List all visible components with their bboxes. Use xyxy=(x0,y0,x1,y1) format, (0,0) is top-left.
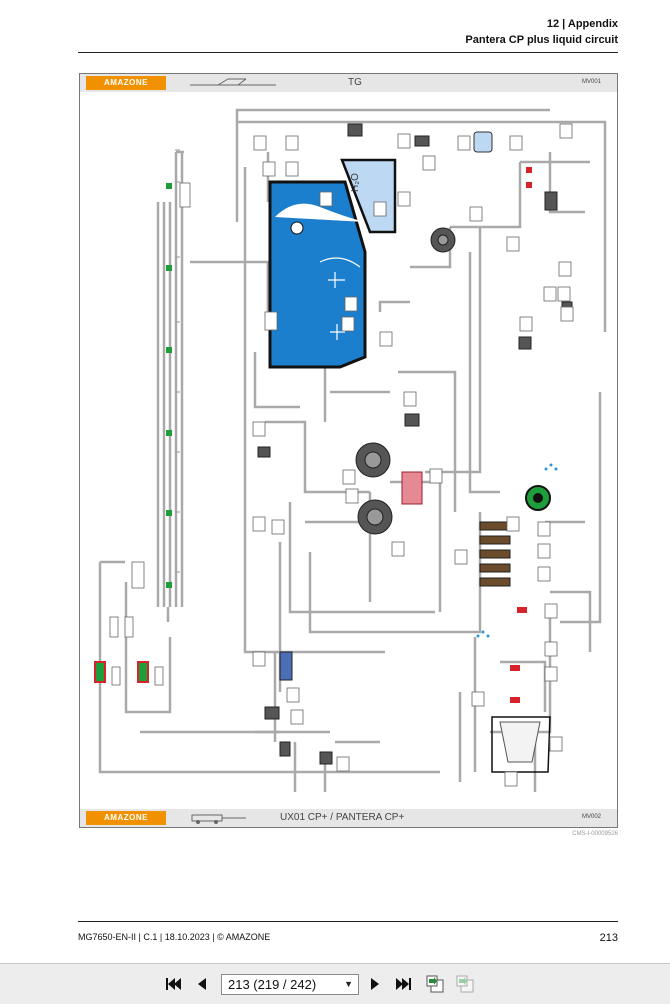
amazone-logo-bottom: AMAZONE xyxy=(86,811,166,825)
previous-page-icon xyxy=(198,978,206,990)
diagram-top-bar: AMAZONE TG MV001 xyxy=(80,74,617,92)
header-section: 12 | Appendix xyxy=(546,18,618,30)
next-page-icon xyxy=(371,978,379,990)
previous-page-button[interactable] xyxy=(192,974,212,994)
diagram-top-label: TG xyxy=(348,77,362,88)
diagram-bottom-bar: AMAZONE UX01 CP+ / PANTERA CP+ MV002 xyxy=(80,809,617,827)
header-rule xyxy=(78,52,618,53)
circuit-diagram: AMAZONE TG MV001 xyxy=(79,73,618,828)
viewer-toolbar: 213 (219 / 242) ▼ xyxy=(0,963,670,1004)
self-propelled-sprayer-icon xyxy=(191,814,246,824)
diagram-bottom-code: MV002 xyxy=(581,814,601,820)
footer-page-number: 213 xyxy=(599,932,618,944)
h2o-label: H₂O xyxy=(350,173,361,192)
last-page-button[interactable] xyxy=(394,974,414,994)
header-title: Pantera CP plus liquid circuit xyxy=(465,34,618,46)
diagram-bottom-label: UX01 CP+ / PANTERA CP+ xyxy=(280,812,405,823)
fit-page-icon xyxy=(426,975,444,993)
two-page-button[interactable] xyxy=(455,974,475,994)
first-page-icon xyxy=(166,978,181,990)
amazone-logo: AMAZONE xyxy=(86,76,166,90)
page-selector[interactable]: 213 (219 / 242) ▼ xyxy=(221,974,359,995)
first-page-button[interactable] xyxy=(163,974,183,994)
dropdown-caret-icon: ▼ xyxy=(344,979,353,989)
fit-page-button[interactable] xyxy=(425,974,445,994)
footer-rule xyxy=(78,921,618,922)
liquid-circuit-schematic: H₂O xyxy=(94,108,607,792)
footer-doc-info: MG7650-EN-II | C.1 | 18.10.2023 | © AMAZ… xyxy=(78,932,271,942)
last-page-icon xyxy=(396,978,411,990)
sprayer-outline-icon xyxy=(190,78,276,86)
diagram-top-code: MV001 xyxy=(581,79,601,85)
two-page-icon xyxy=(456,975,474,993)
next-page-button[interactable] xyxy=(365,974,385,994)
page-display: 213 (219 / 242) xyxy=(228,977,317,992)
image-credit: CMS-I-00009526 xyxy=(572,831,618,837)
